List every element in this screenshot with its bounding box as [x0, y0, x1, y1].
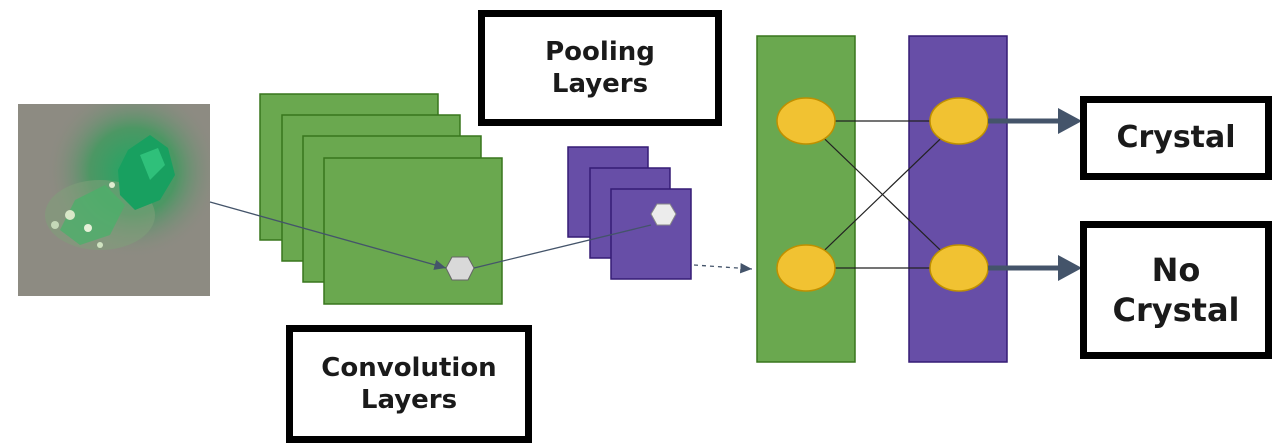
- dense-layer-purple: [908, 35, 1008, 363]
- neuron-node: [929, 97, 989, 145]
- conv-to-pool-line: [473, 224, 652, 269]
- no-crystal-label-line-2: Crystal: [1112, 291, 1240, 329]
- output-arrow-no-crystal: [988, 255, 1082, 281]
- input-crystal-image: [18, 104, 210, 296]
- convolution-layers-stack: [259, 93, 503, 305]
- convolution-layers-label: Convolution Layers: [286, 325, 532, 443]
- crystal-output-label: Crystal: [1080, 96, 1272, 180]
- pooling-layers-stack: [567, 146, 692, 280]
- convolution-label-line-2: Layers: [360, 385, 458, 415]
- dense-layer-green: [756, 35, 856, 363]
- pooling-layers-label: Pooling Layers: [478, 10, 722, 126]
- no-crystal-label-line-1: No: [1151, 251, 1201, 289]
- neuron-node: [929, 244, 989, 292]
- conv-feature-map: [323, 157, 503, 305]
- neuron-node: [776, 97, 836, 145]
- pool-to-dense-dashed-arrow: [693, 263, 753, 274]
- conv-kernel-marker: [445, 256, 475, 281]
- crystal-label-line-1: Crystal: [1116, 120, 1236, 156]
- pool-kernel-marker: [650, 203, 677, 226]
- output-arrow-crystal: [988, 108, 1082, 134]
- pooling-label-line-2: Layers: [551, 69, 649, 99]
- convolution-label-line-1: Convolution: [321, 352, 497, 383]
- pooling-label-line-1: Pooling: [545, 36, 655, 67]
- no-crystal-output-label: No Crystal: [1080, 221, 1272, 359]
- neuron-node: [776, 244, 836, 292]
- input-to-conv-line: [209, 201, 447, 270]
- pool-feature-map: [610, 188, 692, 280]
